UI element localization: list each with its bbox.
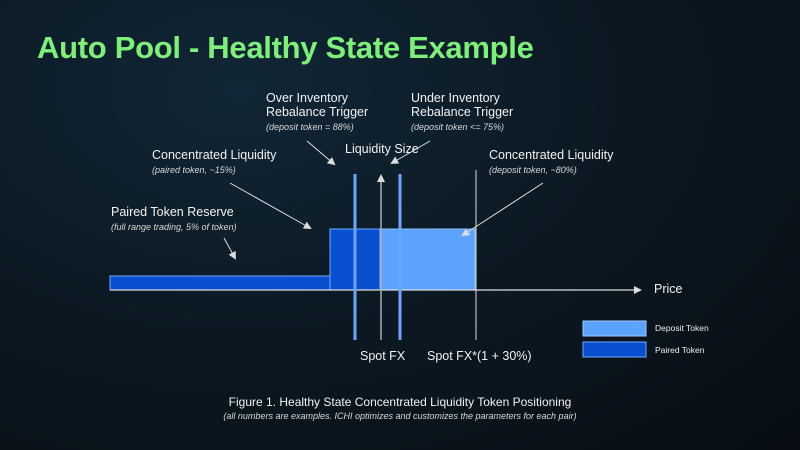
- under-trigger-sub: (deposit token <= 75%): [411, 122, 505, 132]
- figure-caption: Figure 1. Healthy State Concentrated Liq…: [228, 395, 572, 409]
- cl-paired-arrow: [229, 182, 312, 229]
- legend-paired-label: Paired Token: [655, 345, 705, 355]
- over-trigger-arrow: [306, 140, 336, 166]
- spot-fx-30-label: Spot FX*(1 + 30%): [427, 349, 532, 363]
- cl-paired-title: Concentrated Liquidity: [152, 148, 277, 162]
- liquidity-size-label: Liquidity Size: [345, 142, 419, 156]
- over-trigger-title-2: Rebalance Trigger: [266, 105, 369, 119]
- reserve-title: Paired Token Reserve: [111, 205, 234, 219]
- under-trigger-arrow: [390, 140, 431, 165]
- cl-paired-sub: (paired token, ~15%): [152, 165, 236, 175]
- page-title: Auto Pool - Healthy State Example: [37, 30, 534, 65]
- over-trigger-title-1: Over Inventory: [266, 91, 348, 105]
- legend-swatch-paired: [582, 341, 647, 358]
- paired-reserve-bar: [109, 275, 331, 291]
- figure-caption-sub: (all numbers are examples. ICHI optimize…: [223, 411, 577, 421]
- under-trigger-title-2: Rebalance Trigger: [411, 105, 514, 119]
- reserve-sub: (full range trading, 5% of token): [111, 222, 237, 232]
- legend-deposit-label: Deposit Token: [655, 323, 709, 333]
- over-trigger-sub: (deposit token = 88%): [266, 122, 354, 132]
- under-trigger-title-1: Under Inventory: [411, 91, 500, 105]
- legend-swatch-deposit: [582, 320, 647, 337]
- reserve-arrow: [223, 237, 236, 260]
- deposit-concentrated-block: [379, 228, 476, 291]
- cl-deposit-arrow: [461, 182, 544, 237]
- price-axis-label: Price: [654, 282, 683, 296]
- cl-deposit-title: Concentrated Liquidity: [489, 148, 614, 162]
- spot-fx-label: Spot FX: [360, 349, 406, 363]
- cl-deposit-sub: (deposit token, ~80%): [489, 165, 577, 175]
